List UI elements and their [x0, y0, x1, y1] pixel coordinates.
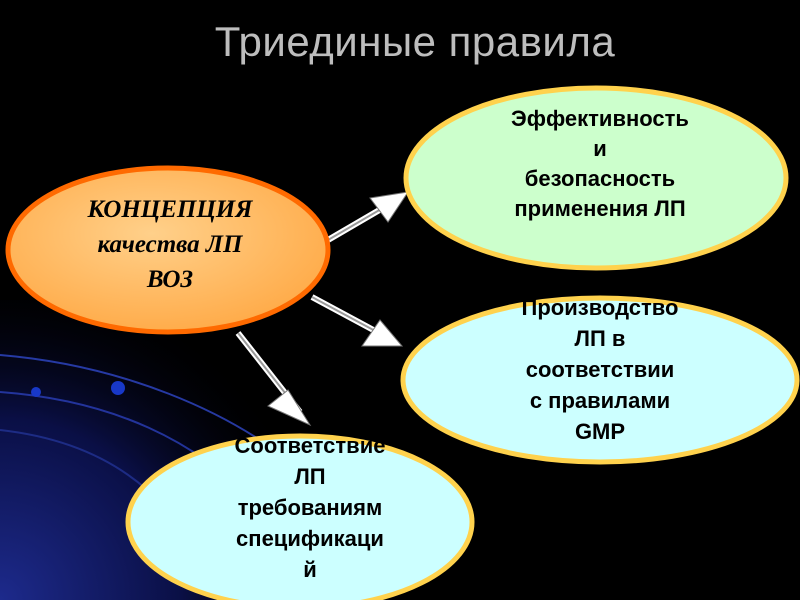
decor-dot-2: [31, 387, 41, 397]
production-ellipse: [400, 295, 800, 465]
conformity-line-5: й: [303, 557, 317, 582]
effectiveness-line-3: безопасность: [524, 166, 676, 191]
concept-ellipse: [5, 165, 331, 335]
effectiveness-line-2: и: [593, 136, 607, 161]
concept-line-3: ВОЗ: [146, 266, 194, 293]
production-line-2: ЛП в: [574, 326, 626, 351]
effectiveness-ellipse: [403, 85, 789, 271]
production-line-3: соответствии: [525, 357, 675, 382]
effectiveness-text: Эффективность и безопасность применения …: [455, 104, 745, 224]
effectiveness-line-4: применения ЛП: [514, 196, 686, 221]
effectiveness-line-1: Эффективность: [511, 106, 689, 131]
conformity-line-1: Соответствие: [234, 433, 386, 458]
concept-text: КОНЦЕПЦИЯ качества ЛП ВОЗ: [40, 192, 300, 297]
conformity-line-4: спецификаци: [236, 526, 384, 551]
slide-title: Триединые правила: [214, 18, 616, 65]
decor-dot-1: [111, 381, 125, 395]
conformity-ellipse: [125, 433, 475, 600]
conformity-text: Соответствие ЛП требованиям спецификаци …: [160, 430, 460, 585]
conformity-line-2: ЛП: [294, 464, 326, 489]
conformity-line-3: требованиям: [237, 495, 383, 520]
production-line-4: с правилами: [529, 388, 671, 413]
production-line-1: Производство: [521, 295, 679, 320]
production-line-5: GMP: [574, 419, 626, 444]
concept-line-1: КОНЦЕПЦИЯ: [87, 196, 253, 223]
concept-line-2: качества ЛП: [97, 231, 243, 258]
production-text: Производство ЛП в соответствии с правила…: [450, 292, 750, 447]
arrow-to-top: [326, 191, 410, 243]
arrow-to-middle: [310, 294, 404, 347]
arrow-to-bottom: [235, 331, 312, 427]
